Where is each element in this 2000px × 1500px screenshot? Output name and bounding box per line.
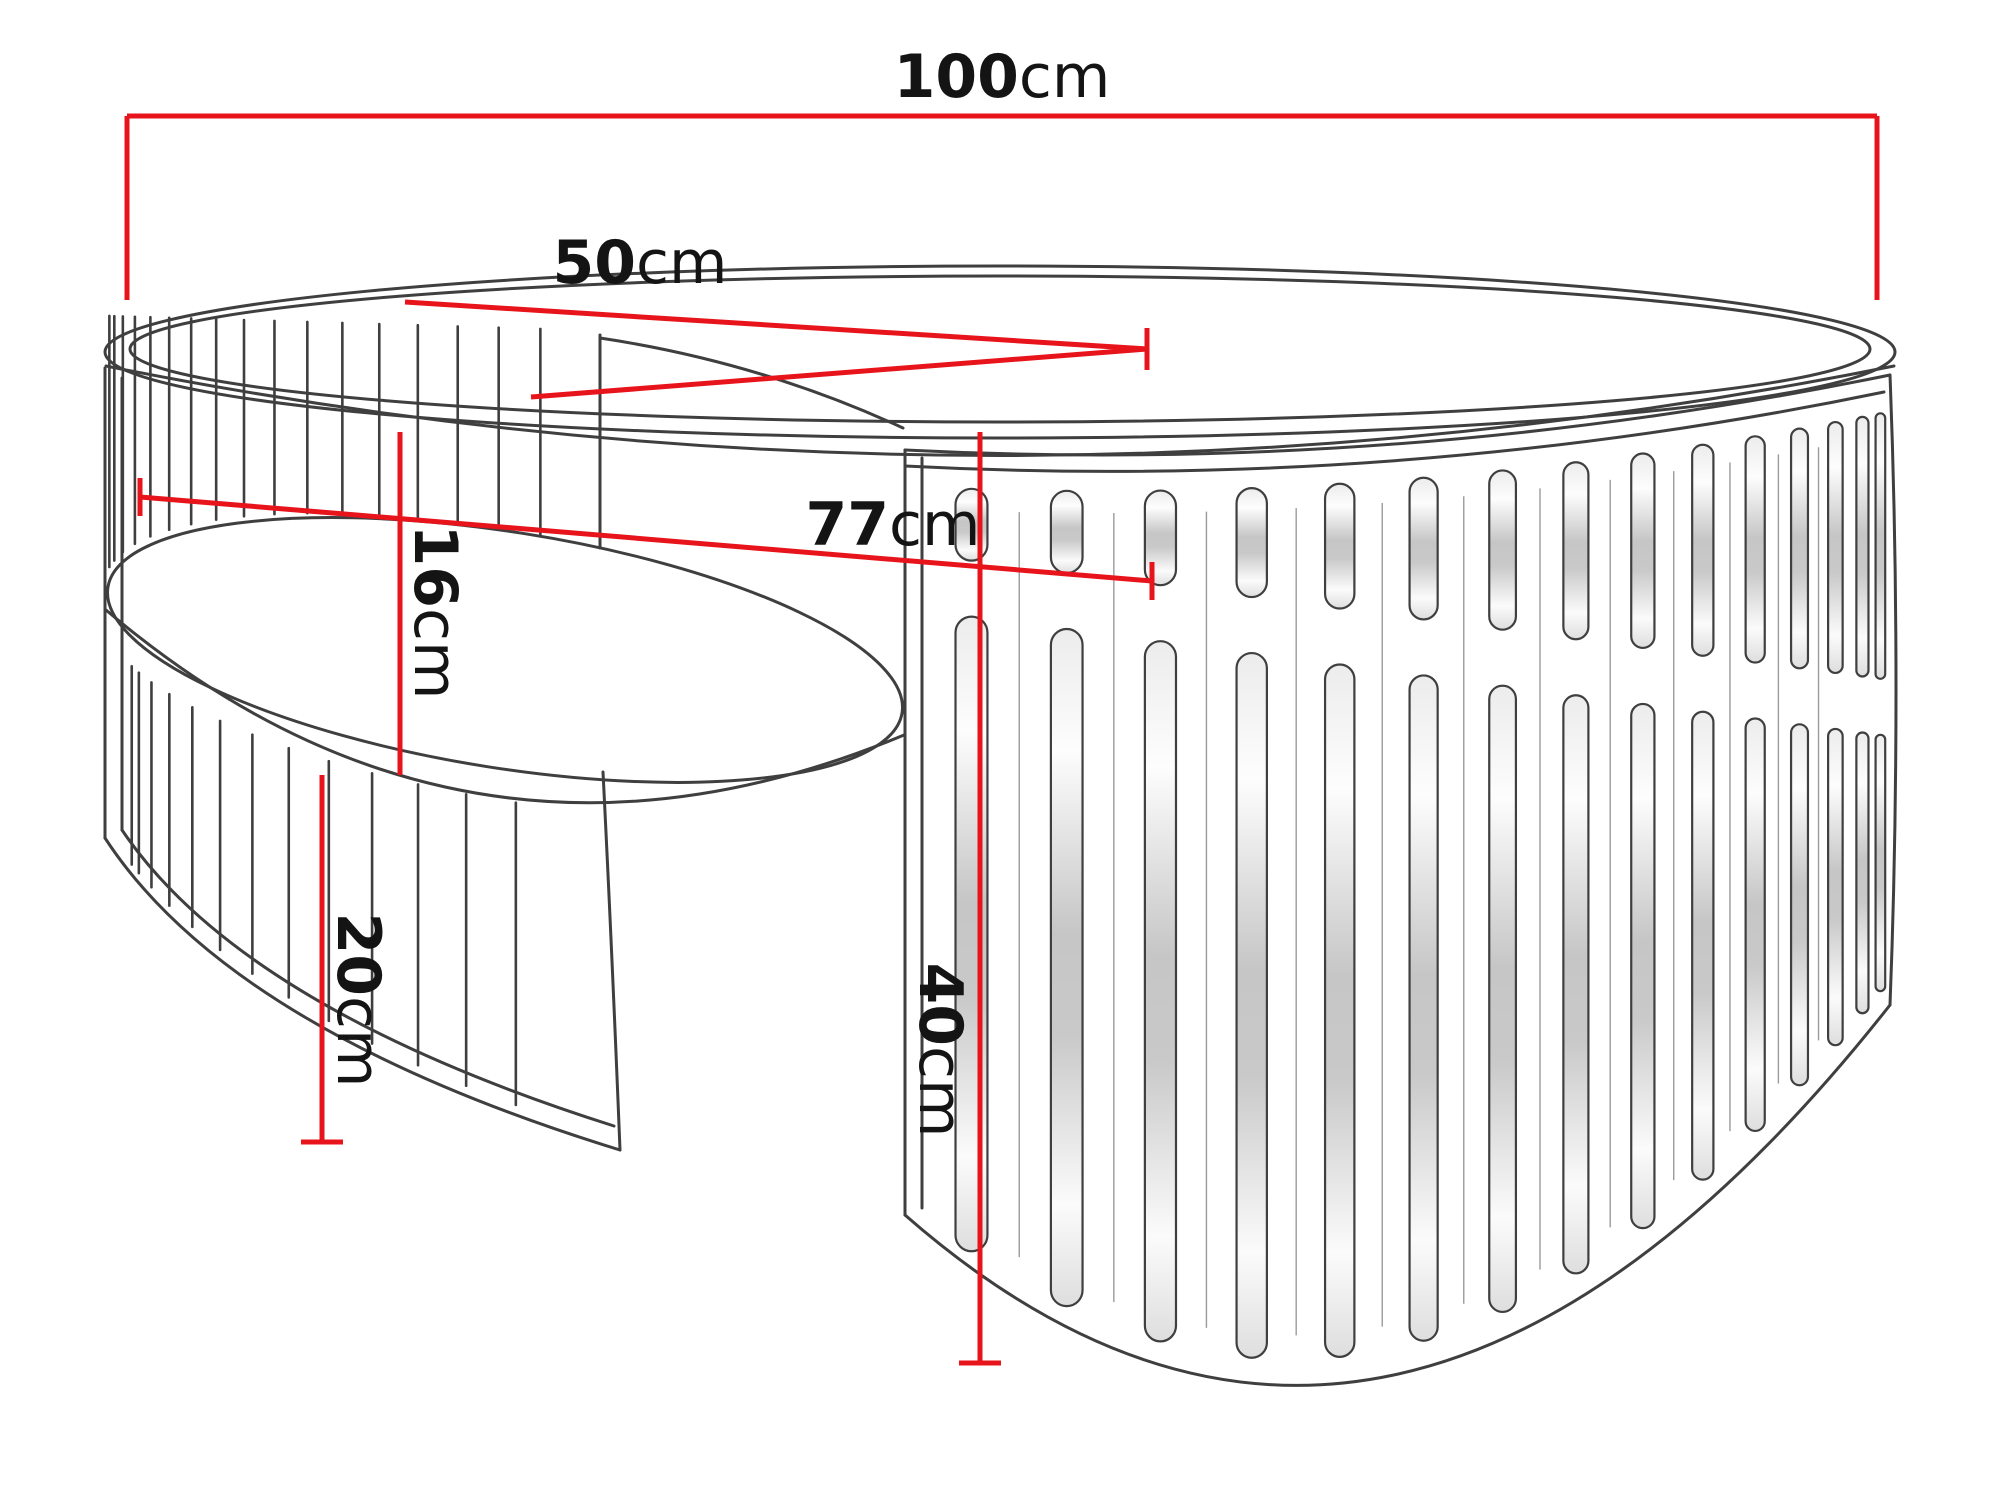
right-panel-top-edge-inner [903, 390, 1886, 473]
slat [1744, 435, 1766, 664]
slat [1049, 489, 1084, 575]
slat [1323, 482, 1356, 610]
dimension-line-inner-width [139, 494, 1153, 584]
slat [1235, 487, 1268, 599]
dimension-label-width: 100cm [894, 42, 1111, 112]
dimension-line-depth-lower [530, 346, 1148, 400]
slat [1789, 427, 1810, 670]
compartment-top-edge [598, 336, 905, 430]
slat [1691, 710, 1715, 1181]
slat [1789, 723, 1810, 1087]
slat [1143, 640, 1178, 1343]
slat [1049, 627, 1084, 1308]
right-slats [954, 412, 1887, 1359]
shelf-top-surface [106, 516, 904, 784]
left-panel-right-edge [601, 770, 622, 1152]
left-upper-slats [108, 314, 542, 569]
left-panel-bottom-curve [103, 836, 622, 1152]
slat [954, 615, 989, 1253]
dimension-labels: 100cm 50cm 77cm 16cm 20cm 40cm [323, 42, 1110, 1137]
slat [1691, 443, 1715, 657]
shelf-front-thickness [104, 608, 906, 805]
slat [1143, 489, 1178, 587]
top-outer-edge [103, 264, 1897, 440]
dimension-line-depth-upper [404, 299, 1148, 352]
slat [1488, 469, 1518, 631]
lower-shelf [104, 516, 906, 805]
dimension-label-inner-width: 77cm [806, 490, 981, 560]
top-rim-bottom-edge [104, 364, 1896, 457]
slat [1408, 674, 1439, 1342]
slat [1235, 651, 1268, 1359]
slat [1827, 420, 1844, 675]
slat [1562, 461, 1590, 641]
right-panel-bottom-curve [903, 1003, 1892, 1387]
right-panel-right-edge [1888, 373, 1898, 1007]
slat [1408, 476, 1439, 621]
slat [1323, 663, 1356, 1358]
left-lower-slats [130, 665, 518, 1107]
slat [1744, 717, 1766, 1133]
slat [1855, 731, 1870, 1015]
right-slat-panel [903, 373, 1898, 1387]
slat [1630, 452, 1656, 650]
dimension-label-height: 40cm [905, 963, 975, 1138]
slat [1855, 415, 1870, 678]
slat [1874, 412, 1887, 680]
table-top [103, 264, 1897, 457]
dimension-label-shelf-to-floor: 20cm [323, 913, 393, 1088]
slat [1488, 684, 1518, 1314]
open-compartment [598, 333, 905, 550]
top-inner-edge [128, 274, 1872, 424]
dimension-label-top-to-shelf: 16cm [400, 525, 470, 700]
slat [1874, 733, 1887, 993]
slat [1562, 694, 1590, 1275]
dimension-label-depth: 50cm [553, 228, 728, 298]
slat [1630, 702, 1656, 1230]
dimension-lines [124, 113, 1880, 1366]
slat [1827, 727, 1844, 1047]
left-slat-panel [103, 314, 622, 1152]
